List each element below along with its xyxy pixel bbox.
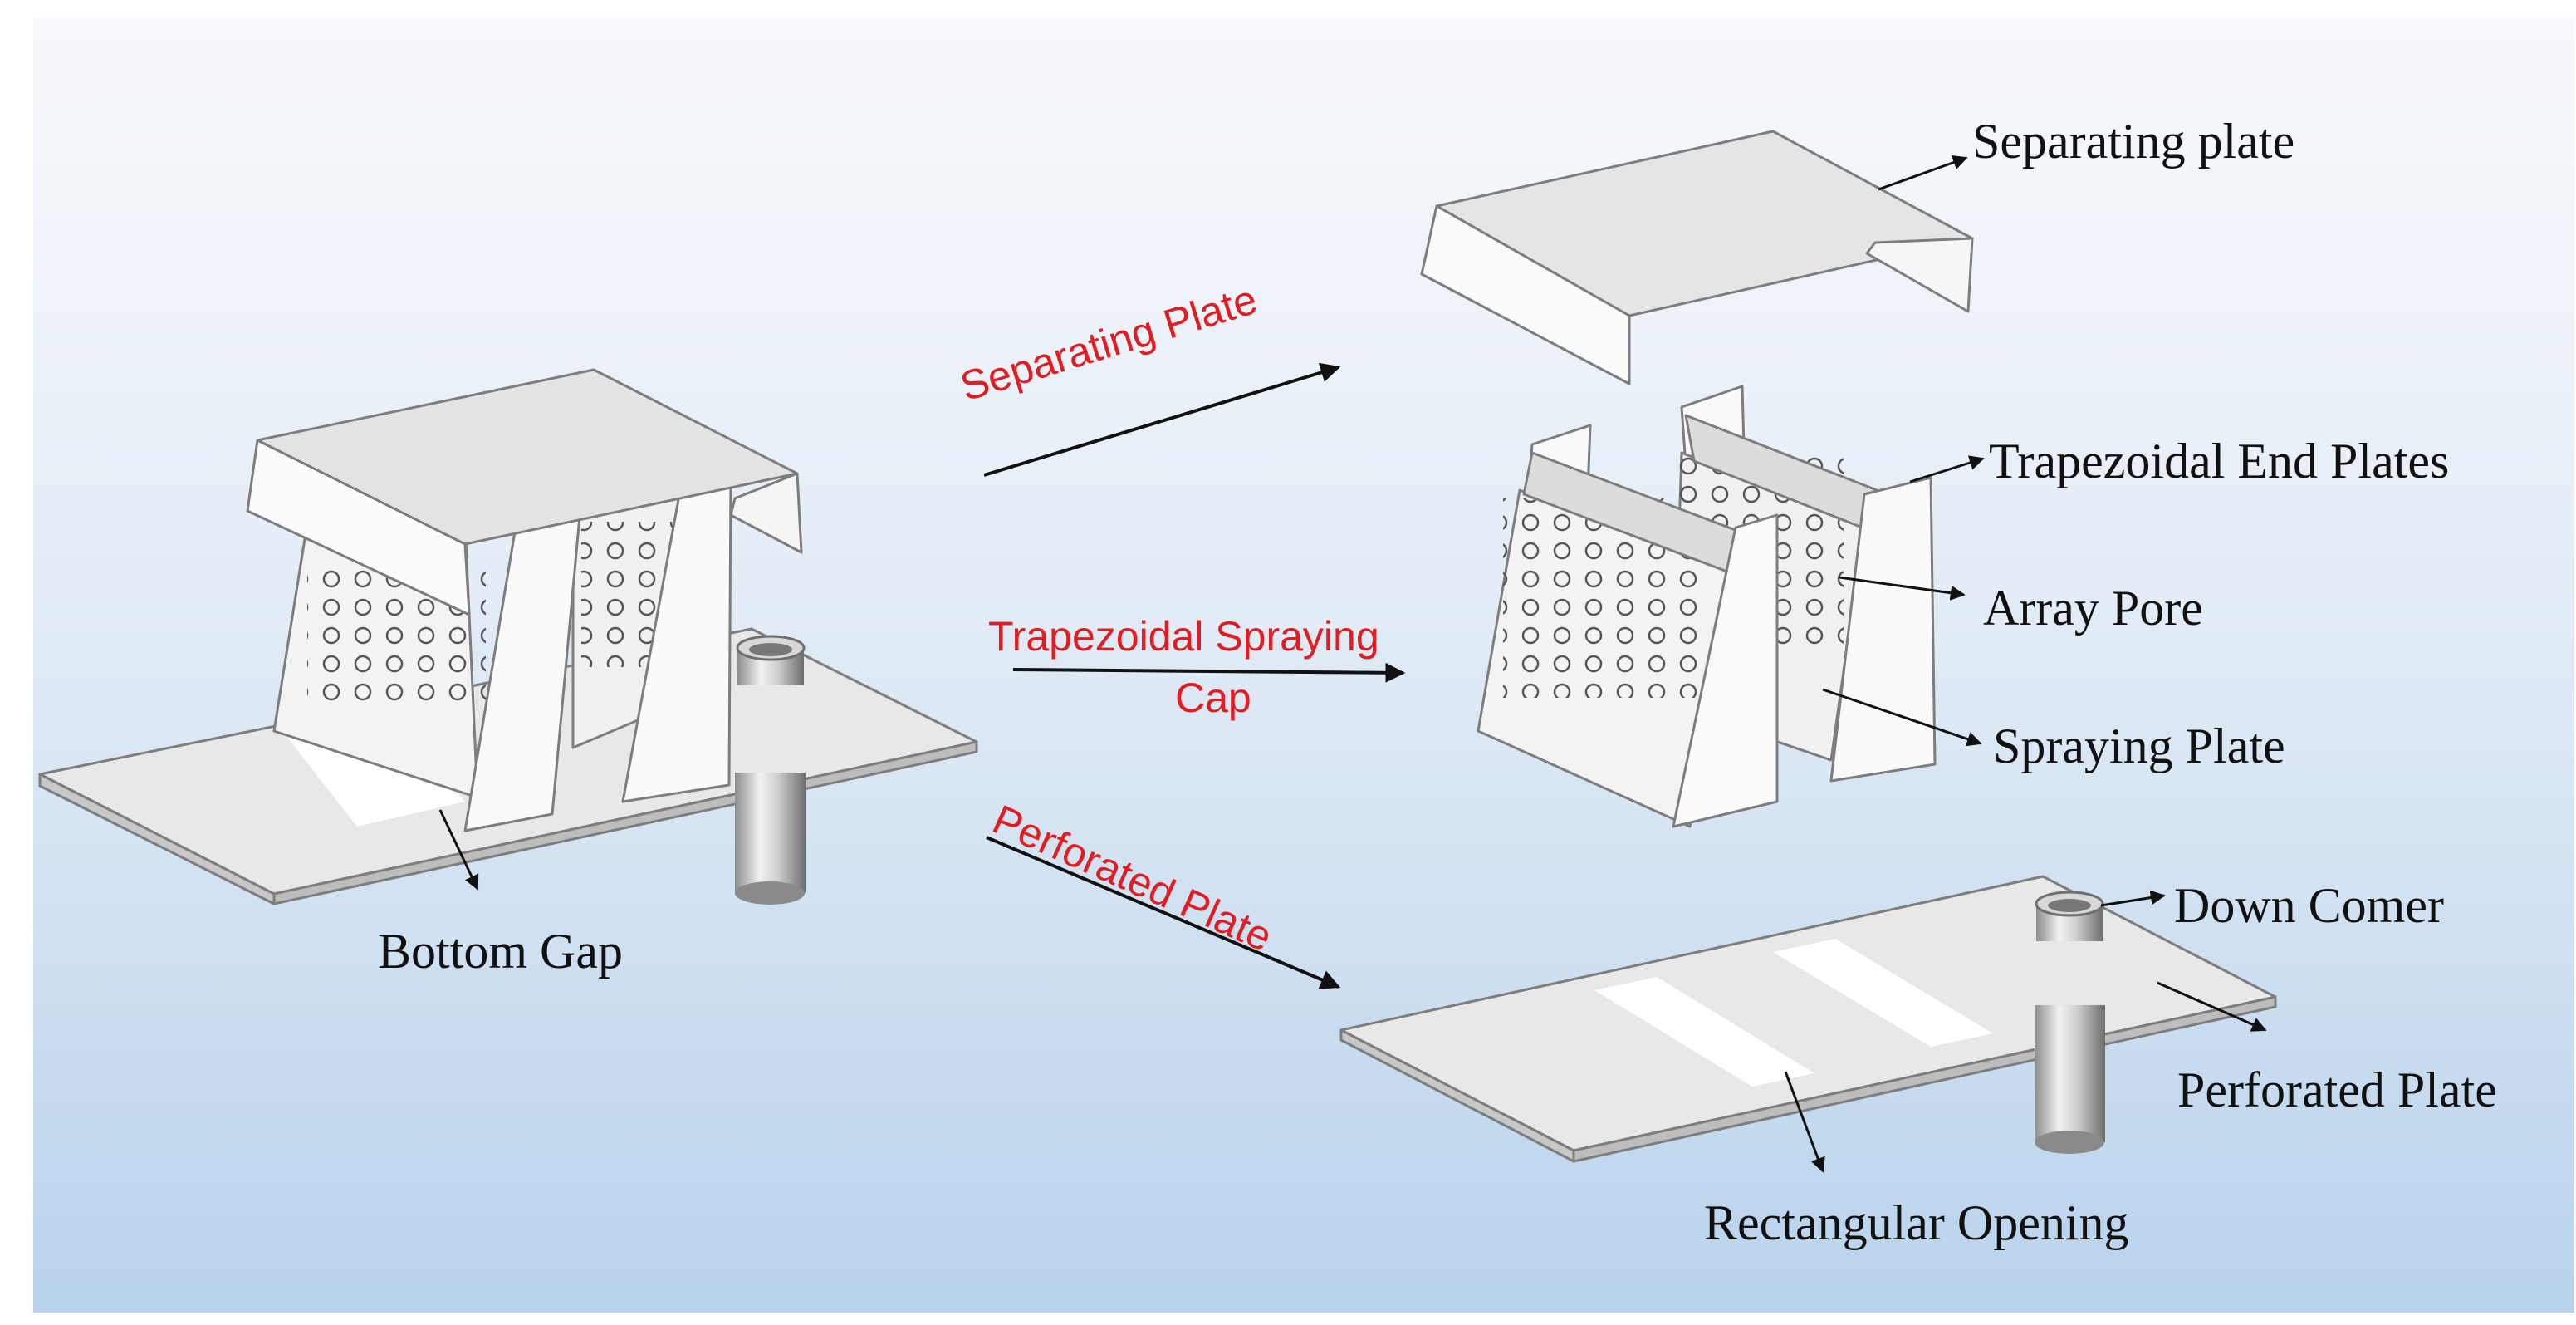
exploded-separating-plate (1420, 130, 1974, 385)
leader-perforated-plate (2157, 981, 2267, 1032)
opening-1 (1594, 977, 1814, 1087)
label-trapezoidal-end-plates: Trapezoidal End Plates (1989, 434, 2450, 488)
leader-spraying-plate (1822, 688, 1982, 747)
opening-2 (1773, 939, 1993, 1047)
exploded-spraying-cap (1477, 385, 1937, 828)
assembly-downcomer-pipe (735, 773, 806, 893)
label-array-pore: Array Pore (1983, 581, 2203, 636)
assembled-tray-unit (38, 368, 978, 905)
arrow-trapezoidal-spraying-cap (1012, 662, 1406, 683)
arrow-label-trapezoidal-spraying-cap-line2: Cap (1175, 675, 1251, 721)
arrow-label-trapezoidal-spraying-cap-line1: Trapezoidal Spraying (988, 613, 1379, 660)
plate-downcomer-pipe (2035, 1005, 2105, 1142)
label-rectangular-opening: Rectangular Opening (1704, 1195, 2129, 1250)
exploded-perforated-plate (1339, 875, 2277, 1163)
label-down-comer: Down Comer (2174, 878, 2444, 933)
label-bottom-gap: Bottom Gap (378, 924, 623, 979)
label-spraying-plate: Spraying Plate (1993, 719, 2285, 773)
leader-separating-plate (1878, 155, 1968, 191)
leader-rectangular-opening (1784, 1071, 1825, 1173)
arrow-separating-plate (983, 362, 1341, 477)
cap-right-end-plate (1829, 476, 1937, 783)
arrow-perforated-plate (986, 836, 1341, 989)
cap-front-end-plate (1672, 513, 1779, 828)
label-perforated-plate: Perforated Plate (2177, 1062, 2497, 1117)
leader-bottom-gap (438, 809, 479, 891)
leader-trapezoidal-end-plates (1909, 455, 1985, 483)
leader-down-comer (2100, 890, 2166, 907)
label-separating-plate: Separating plate (1972, 114, 2295, 169)
leader-array-pore (1839, 576, 1966, 601)
